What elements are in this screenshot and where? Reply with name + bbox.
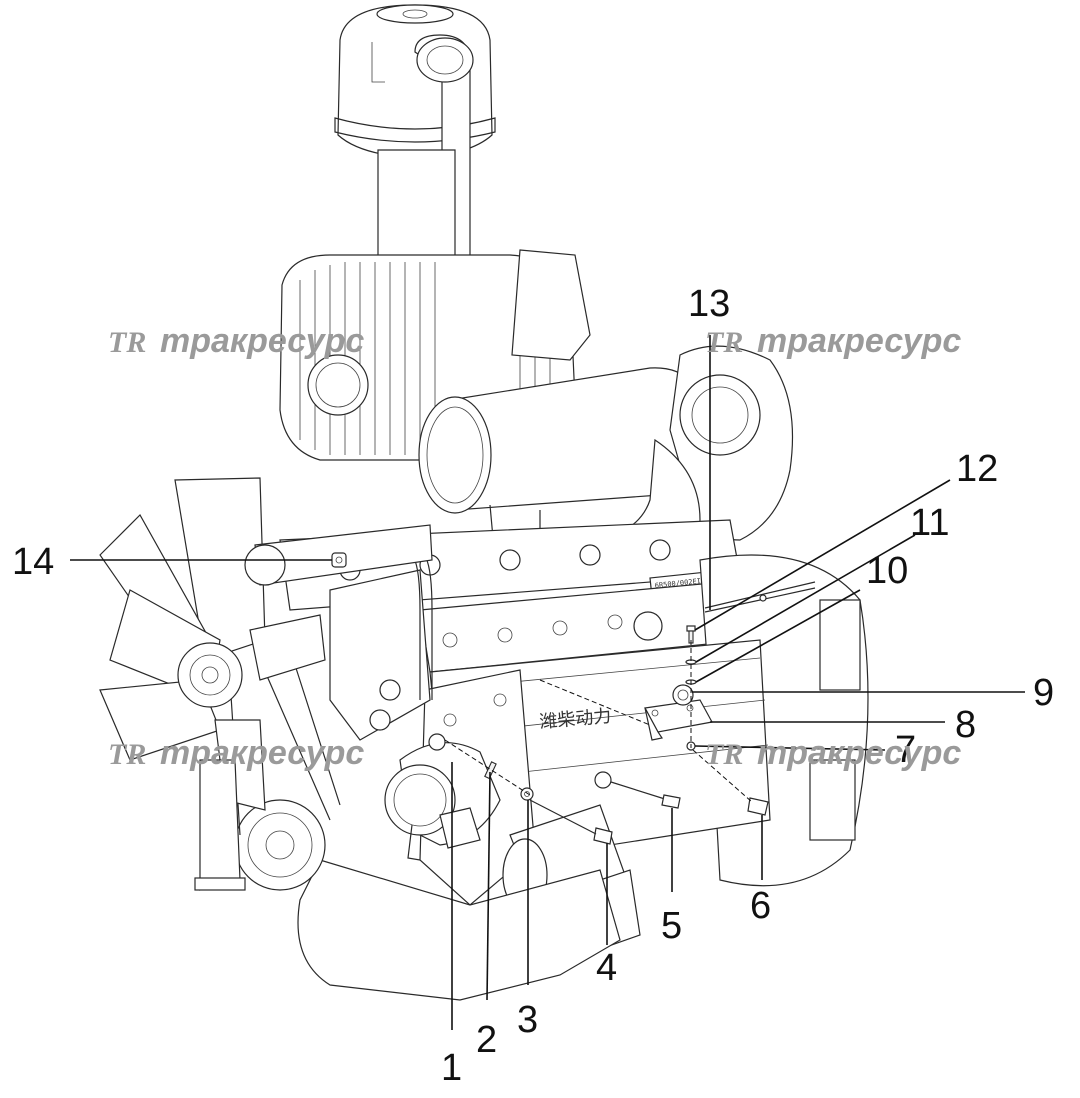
callout-1: 1	[441, 1047, 462, 1089]
part-12-bolt	[686, 625, 696, 644]
callout-labels: 1 2 3 4 5 6 7 8 9 10 11 12 13 14	[12, 283, 1054, 1089]
crank-pulley	[234, 799, 326, 891]
air-cleaner	[334, 4, 496, 159]
callout-8: 8	[955, 704, 976, 746]
part-13-tube	[704, 581, 816, 613]
part-9-clamp	[672, 684, 694, 706]
callout-7: 7	[895, 729, 916, 771]
watermark-top-right: TR тракресурс	[705, 322, 961, 360]
callout-13: 13	[688, 283, 730, 325]
callout-5: 5	[661, 905, 682, 947]
leader-lines	[70, 335, 1025, 1030]
assembly-lines	[444, 640, 753, 803]
watermark-brand: тракресурс	[757, 322, 961, 360]
callout-10: 10	[866, 550, 908, 592]
callout-2: 2	[476, 1019, 497, 1061]
callout-11: 11	[910, 502, 949, 544]
callout-9: 9	[1033, 672, 1054, 714]
part-5-sensor	[594, 771, 681, 809]
alternator	[384, 733, 501, 861]
watermark-logo: TR	[108, 738, 146, 771]
callout-3: 3	[517, 999, 538, 1041]
watermark-brand: тракресурс	[757, 734, 961, 772]
part-6-bolt	[747, 797, 769, 816]
watermark-logo: TR	[705, 738, 743, 771]
part-14-sensor	[331, 552, 347, 568]
front-mount	[194, 759, 246, 891]
watermark-logo: TR	[705, 326, 743, 359]
muffler	[418, 367, 707, 561]
callout-6: 6	[750, 885, 771, 927]
part-3-washer	[520, 787, 534, 801]
callout-12: 12	[956, 448, 998, 490]
watermark-logo: TR	[108, 326, 146, 359]
watermark-bottom-right: TR тракресурс	[705, 734, 961, 772]
watermark-brand: тракресурс	[160, 322, 364, 360]
cooling-fan	[99, 477, 326, 811]
watermark-bottom-left: TR тракресурс	[108, 734, 364, 772]
part-4-bolt	[529, 799, 613, 845]
callout-4: 4	[596, 947, 617, 989]
watermark-brand: тракресурс	[160, 734, 364, 772]
watermark-top-left: TR тракресурс	[108, 322, 364, 360]
callout-14: 14	[12, 541, 54, 583]
